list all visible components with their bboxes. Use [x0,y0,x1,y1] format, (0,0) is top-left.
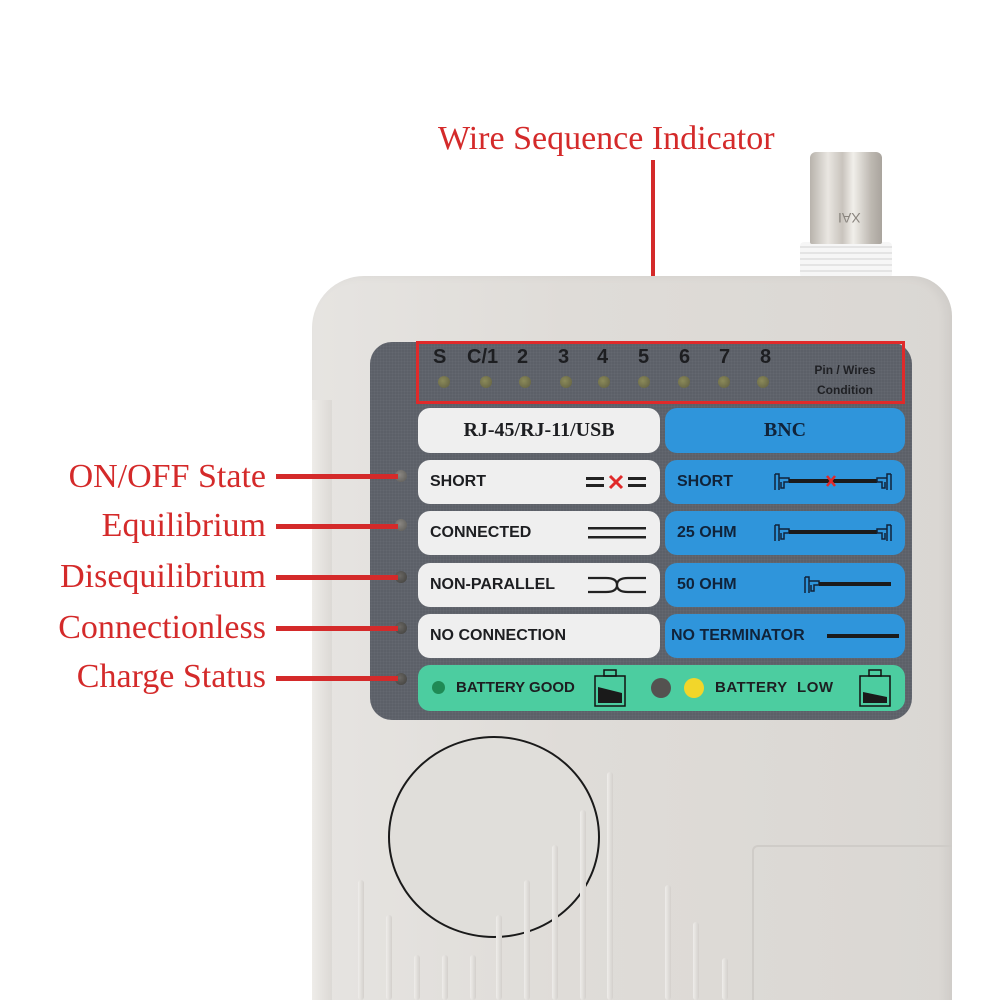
pin-led-8 [757,376,769,388]
battery-low-label: BATTERY LOW [715,679,834,696]
header-rj45-rj11-usb: RJ-45/RJ-11/USB [418,408,660,453]
bnc-50ohm-cable-icon [804,576,891,593]
grip-ridge [722,958,728,1000]
bnc-25ohm-indicator: 25 OHM [665,511,905,555]
grip-ridge [358,880,364,1000]
pin-label-s: S [433,346,447,368]
bnc-short-label: SHORT [677,473,733,490]
bnc-no-terminator-cable-icon [827,634,899,638]
grip-ridge [552,845,558,1000]
rj-short-label: SHORT [430,473,486,490]
battery-compartment [752,845,952,1000]
grip-ridge [693,922,699,1000]
pin-led-3 [560,376,572,388]
battery-status-bar: BATTERY GOOD BATTERY LOW [418,665,905,711]
short-circuit-icon [586,474,646,490]
rj-no-connection-indicator: NO CONNECTION [418,614,660,658]
pin-led-s [438,376,450,388]
header-bnc: BNC [665,408,905,453]
pin-label-3: 3 [558,346,570,368]
grip-ridge [442,955,448,1000]
connected-lines-icon [588,527,646,539]
bnc-short-cable-icon [774,473,892,490]
battery-low-led-icon [684,678,704,698]
grip-ridge [386,915,392,1000]
grip-ridge [580,810,586,1000]
bnc-25ohm-label: 25 OHM [677,524,737,541]
on-off-led [395,470,407,482]
crossed-lines-icon [588,576,646,594]
annotation-charge-status: Charge Status [76,658,266,695]
bnc-short-indicator: SHORT [665,460,905,504]
pin-wires-condition-label: Pin / Wires Condition [800,360,890,400]
rj-short-indicator: SHORT [418,460,660,504]
grip-ridge [470,955,476,1000]
bnc-50ohm-indicator: 50 OHM [665,563,905,607]
pin-led-c1 [480,376,492,388]
pin-led-6 [678,376,690,388]
rj-connected-indicator: CONNECTED [418,511,660,555]
annotation-on-off-state: ON/OFF State [68,458,266,495]
pin-label-c1: C/1 [467,346,499,368]
bnc-50ohm-label: 50 OHM [677,576,737,593]
pin-led-5 [638,376,650,388]
rj-connected-label: CONNECTED [430,524,532,541]
wire-sequence-pointer-line [651,160,655,344]
pin-label-5: 5 [638,346,650,368]
pin-label-8: 8 [760,346,772,368]
pin-led-7 [718,376,730,388]
pin-wires-text: Pin / Wires [814,363,876,377]
rj-non-parallel-label: NON-PARALLEL [430,576,556,593]
bnc-no-terminator-indicator: NO TERMINATOR [665,614,905,658]
battery-indicator-led-icon [651,678,671,698]
pointer-charge-status [276,676,398,681]
bnc-connector-thread [800,242,892,278]
pin-led-4 [598,376,610,388]
bnc-25ohm-cable-icon [774,524,892,541]
grip-ridge [524,880,530,1000]
test-button[interactable] [388,736,600,938]
pointer-on-off-state [276,474,398,479]
battery-good-led-icon [432,681,445,694]
pin-label-4: 4 [597,346,609,368]
battery-low-icon [859,669,891,707]
annotation-connectionless: Connectionless [58,609,266,646]
pin-label-6: 6 [679,346,691,368]
condition-text: Condition [817,383,873,397]
tester-body-edge [312,400,332,1000]
equilibrium-led [395,519,407,531]
pointer-connectionless [276,626,398,631]
rj-no-connection-label: NO CONNECTION [430,627,566,644]
annotation-disequilibrium: Disequilibrium [60,558,266,595]
rj-non-parallel-indicator: NON-PARALLEL [418,563,660,607]
wire-sequence-indicator-label: Wire Sequence Indicator [438,120,775,157]
charge-status-led [395,673,407,685]
pointer-disequilibrium [276,575,398,580]
disequilibrium-led [395,571,407,583]
grip-ridge [496,915,502,1000]
pointer-equilibrium [276,524,398,529]
pin-label-7: 7 [719,346,731,368]
wire-sequence-highlight-box [416,341,905,404]
bnc-connector [810,152,882,244]
bnc-no-terminator-label: NO TERMINATOR [671,627,805,644]
grip-ridge [414,955,420,1000]
connectionless-led [395,622,407,634]
bnc-connector-marking: XAI [838,210,861,226]
grip-ridge [607,772,613,1000]
pin-led-2 [519,376,531,388]
annotation-equilibrium: Equilibrium [101,507,266,544]
pin-label-2: 2 [517,346,529,368]
grip-ridge [665,885,671,1000]
battery-full-icon [594,669,626,707]
battery-good-label: BATTERY GOOD [456,679,575,696]
